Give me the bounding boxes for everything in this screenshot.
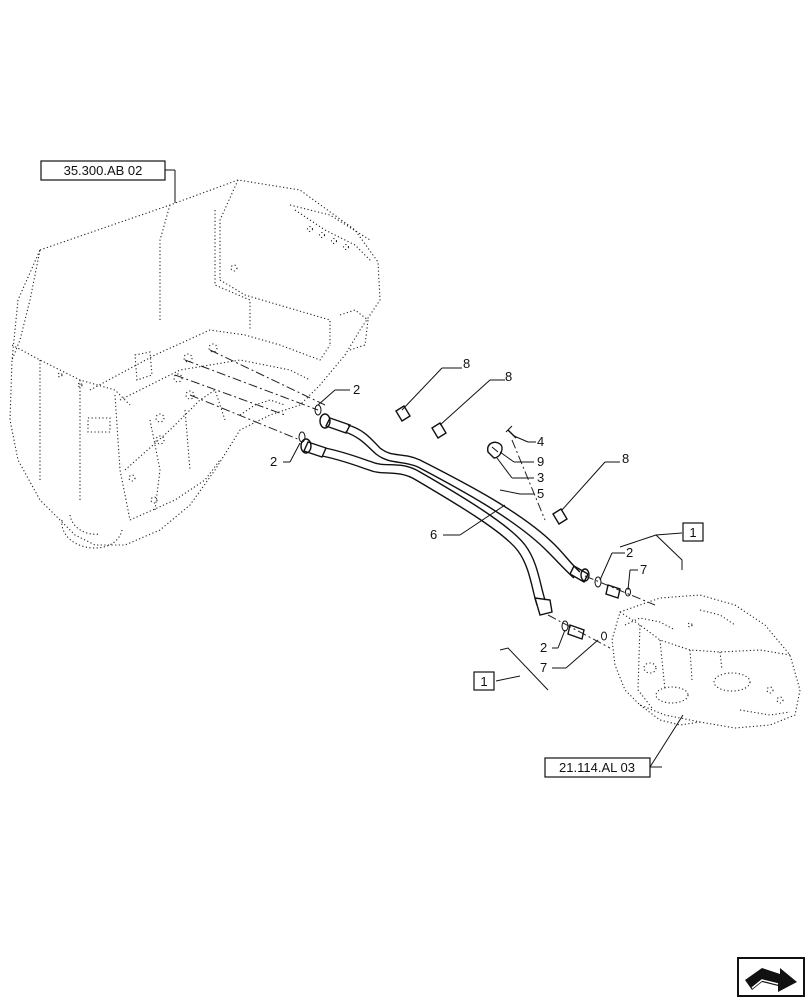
sheet-ref-lower: 1 <box>480 674 487 689</box>
callout-2-left: 2 <box>270 454 277 469</box>
callout-leaders <box>165 169 684 768</box>
callout-2-lower: 2 <box>540 640 547 655</box>
callout-7-lower: 7 <box>540 660 547 675</box>
orientation-arrow-icon[interactable] <box>737 957 805 997</box>
hydraulic-hose-5 <box>319 413 590 583</box>
ref-box-bottom: 21.114.AL 03 <box>544 757 651 778</box>
callout-8-middle: 8 <box>505 369 512 384</box>
hydraulic-hose-6 <box>300 438 553 616</box>
ref-bottom-label: 21.114.AL 03 <box>559 760 635 775</box>
callout-2-right: 2 <box>626 545 633 560</box>
lower-tank-part <box>611 594 801 729</box>
callout-8-left: 8 <box>463 356 470 371</box>
callout-9: 9 <box>537 454 544 469</box>
hose-ties-and-clips <box>395 405 568 525</box>
assembly-centerlines <box>174 349 656 649</box>
callout-4: 4 <box>537 434 544 449</box>
sheet-box-lower: 1 <box>473 671 495 691</box>
sheet-box-upper: 1 <box>682 522 704 542</box>
callout-numbers: 2 2 8 8 8 4 9 3 5 6 2 7 2 7 <box>270 356 647 675</box>
callout-2-top: 2 <box>353 382 360 397</box>
ref-box-top: 35.300.AB 02 <box>40 160 166 181</box>
callout-8-right: 8 <box>622 451 629 466</box>
rear-frame-housing <box>9 179 381 549</box>
ref-top-label: 35.300.AB 02 <box>64 163 143 178</box>
callout-3: 3 <box>537 470 544 485</box>
callout-5: 5 <box>537 486 544 501</box>
fittings-and-orings <box>298 404 631 641</box>
sheet-ref-upper: 1 <box>689 525 696 540</box>
callout-7-right: 7 <box>640 562 647 577</box>
callout-6: 6 <box>430 527 437 542</box>
